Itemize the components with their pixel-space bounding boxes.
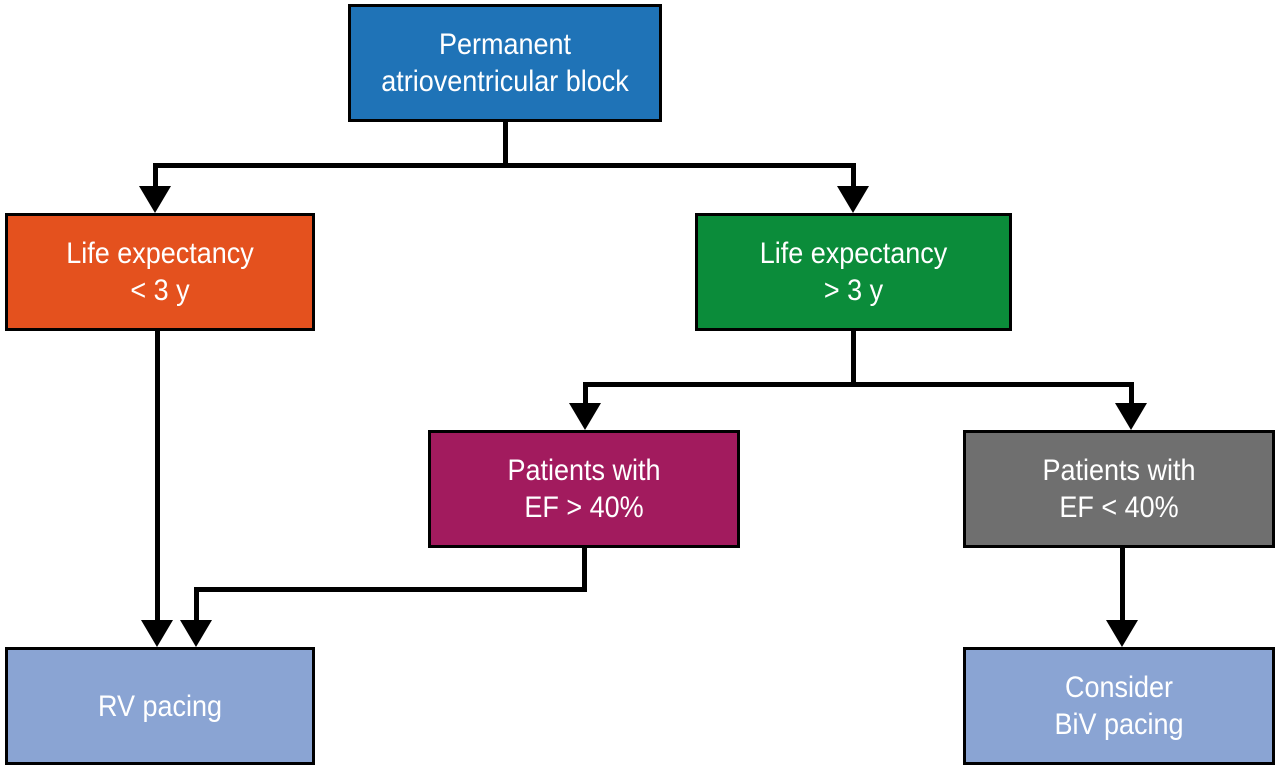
connector-life-long-stem (851, 331, 856, 387)
connector-ef-over-horizontal (194, 587, 587, 592)
node-consider-biv-pacing: Consider BiV pacing (963, 647, 1275, 765)
connector-ef-under-to-biv (1120, 548, 1125, 623)
connector-level2-horizontal (583, 382, 1134, 387)
arrowhead-into-biv (1106, 620, 1138, 647)
arrowhead-into-ef-under (1115, 403, 1147, 430)
connector-life-short-to-rv (155, 331, 160, 623)
arrowhead-into-life-short (139, 186, 171, 213)
connector-to-ef-over (583, 382, 588, 410)
connector-ef-over-drop (194, 587, 199, 623)
connector-to-life-short (153, 163, 158, 191)
node-label: RV pacing (97, 689, 223, 723)
node-label: Consider BiV pacing (1054, 671, 1184, 741)
node-patients-ef-over-40: Patients with EF > 40% (428, 430, 740, 548)
connector-to-life-long (851, 163, 856, 191)
arrowhead-into-ef-over (569, 403, 601, 430)
node-rv-pacing: RV pacing (5, 647, 315, 765)
connector-root-stem (503, 122, 508, 168)
arrowhead-into-rv-left (141, 620, 173, 647)
node-label: Patients with EF < 40% (1042, 454, 1196, 524)
arrowhead-into-rv-right (180, 620, 212, 647)
node-label: Permanent atrioventricular block (381, 28, 629, 98)
arrowhead-into-life-long (837, 186, 869, 213)
node-life-expectancy-over-3y: Life expectancy > 3 y (695, 213, 1012, 331)
node-label: Life expectancy > 3 y (759, 237, 948, 307)
node-life-expectancy-under-3y: Life expectancy < 3 y (5, 213, 315, 331)
node-patients-ef-under-40: Patients with EF < 40% (963, 430, 1275, 548)
connector-to-ef-under (1129, 382, 1134, 410)
connector-level1-horizontal (153, 163, 856, 168)
node-permanent-av-block: Permanent atrioventricular block (348, 4, 662, 122)
node-label: Life expectancy < 3 y (66, 237, 254, 307)
connector-ef-over-stem (582, 548, 587, 592)
node-label: Patients with EF > 40% (507, 454, 661, 524)
